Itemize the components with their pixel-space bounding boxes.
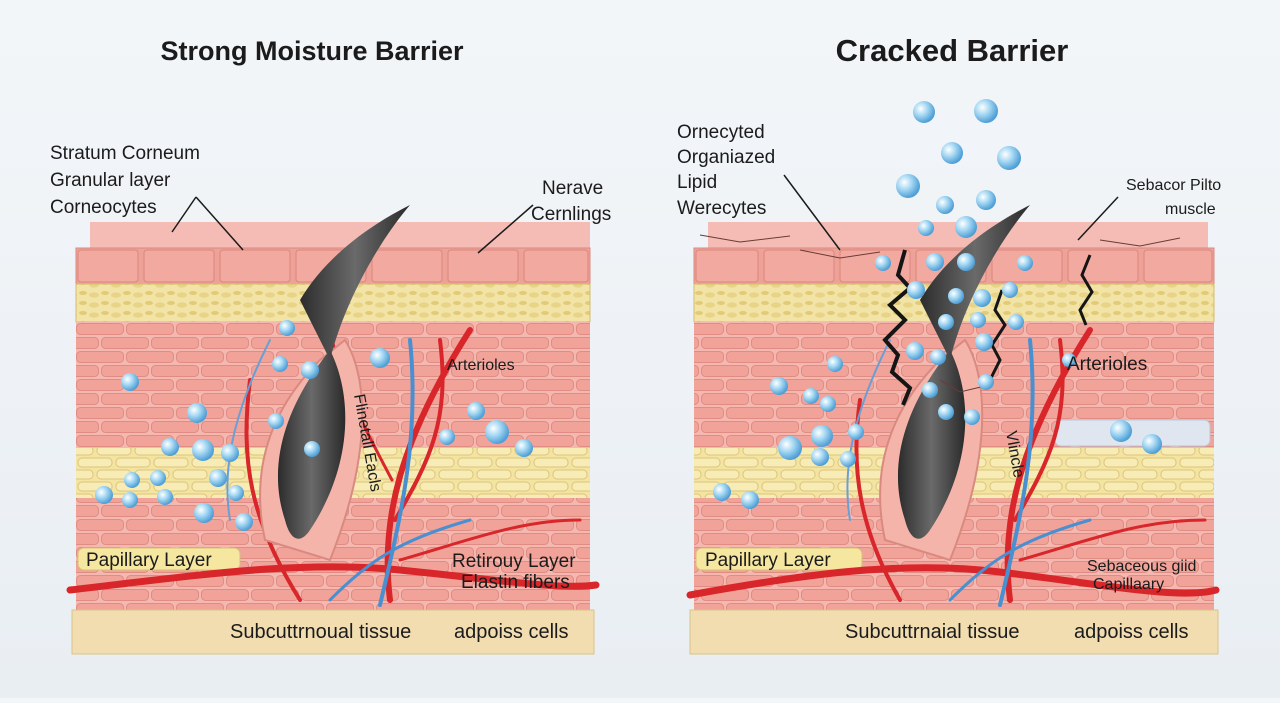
left-skin-block [71,222,595,655]
left-label-corneocytes: Corneocytes [50,197,157,218]
right-label-sebaceous: Sebaceous giid [1087,558,1196,575]
left-label-adipose: adpoiss cells [454,621,569,643]
left-panel: Strong Moisture Barrier [50,36,611,655]
left-subcutaneous-band [71,609,595,655]
left-label-granular-layer: Granular layer [50,170,171,191]
right-blood-vessels [686,327,1220,607]
left-label-stratum-corneum: Stratum Corneum [50,143,200,164]
left-label-arterioles: Arterioles [447,357,515,374]
left-title: Strong Moisture Barrier [160,36,464,66]
right-papillary-band [695,547,863,571]
left-label-nerve-1: Nerave [542,178,603,199]
right-label-capillary: Capillaary [1093,576,1164,593]
left-blood-vessels [66,327,600,607]
right-panel: Cracked Barrier [677,33,1221,655]
right-label-papillary: Papillary Layer [705,550,831,571]
right-barrier-cracks [699,234,1181,406]
left-label-nerve-2: Cernlings [531,204,611,225]
right-label-sebacor-2: muscle [1165,201,1216,218]
right-label-line-2: Organiazed [677,147,775,168]
left-label-subcutaneous: Subcuttrnoual tissue [230,621,411,643]
right-title: Cracked Barrier [836,33,1069,68]
right-moisture-droplets [713,353,1162,509]
left-papillary-band [77,547,241,571]
left-leader-lines [171,196,534,254]
right-escaping-droplets [875,99,1033,425]
right-label-adipose: adpoiss cells [1074,621,1189,643]
right-label-subcutaneous: Subcuttrnaial tissue [845,621,1020,643]
right-subcutaneous-band [689,609,1219,655]
left-moisture-droplets [95,320,533,531]
right-label-line-4: Werecytes [677,198,766,219]
right-label-line-3: Lipid [677,172,717,193]
right-label-line-1: Ornecyted [677,122,765,143]
right-label-arterioles: Arterioles [1067,354,1147,375]
left-label-elastin: Elastin fibers [461,572,570,593]
right-leader-lines [783,174,1119,251]
left-label-papillary: Papillary Layer [86,550,212,571]
right-lipid-gap [1054,419,1211,447]
left-label-reticular: Retirouy Layer [452,551,576,572]
right-label-sebacor-1: Sebacor Pilto [1126,177,1221,194]
